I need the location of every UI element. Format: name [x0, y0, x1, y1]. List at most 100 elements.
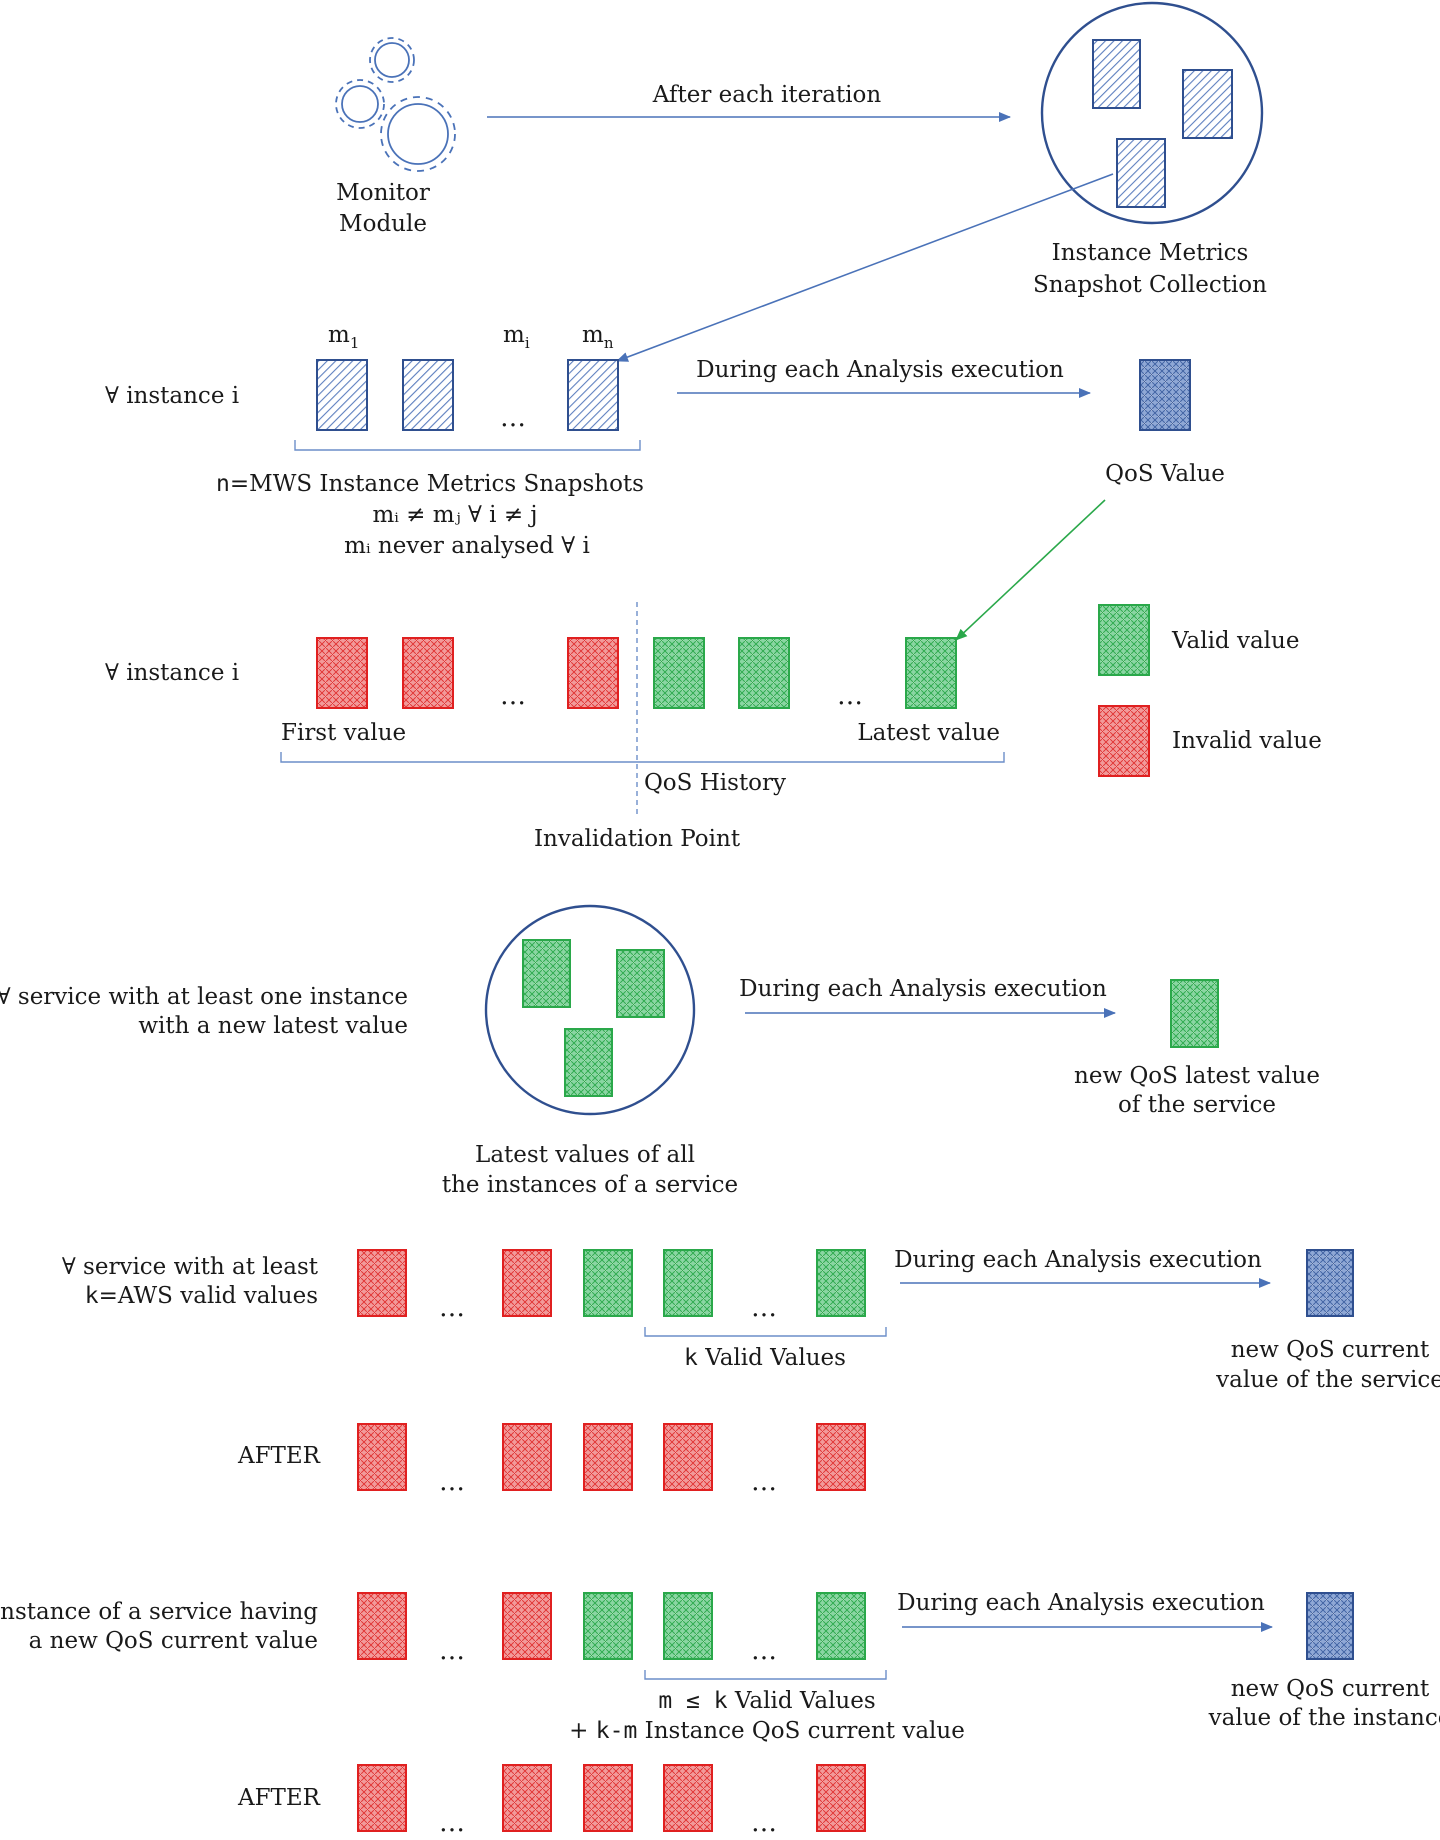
- valid-value-box: [583, 1592, 633, 1660]
- snapshot-icon: [402, 359, 454, 431]
- snapshot-label-m1: m1: [328, 322, 359, 352]
- analysis-arrow-4-label: During each Analysis execution: [897, 1590, 1265, 1616]
- service-row-label-line1: ∀ service with at least one instance: [0, 984, 408, 1010]
- qos-to-history-arrow: [955, 499, 1106, 641]
- after-ellipsis-left-2: …: [439, 1808, 465, 1838]
- invalid-value-box: [357, 1592, 407, 1660]
- instance-after-row: … …: [357, 1764, 866, 1838]
- service-latest-result-line2: of the service: [1118, 1092, 1276, 1118]
- invalid-value-box: [502, 1423, 552, 1491]
- after-label-1: AFTER: [237, 1443, 321, 1469]
- m-valid-label-line2: + k-m Instance QoS current value: [569, 1718, 965, 1744]
- invalid-value-box: [583, 1764, 633, 1832]
- valid-value-box: [816, 1592, 866, 1660]
- latest-values-collection: Latest values of all the instances of a …: [442, 904, 738, 1198]
- invalidation-point-label: Invalidation Point: [534, 826, 741, 852]
- history-ellipsis-left: …: [500, 681, 526, 711]
- snapshot-row: m1 mi mn …: [294, 322, 641, 451]
- iteration-arrow-label: After each iteration: [652, 82, 882, 108]
- snapshot-icon: [1116, 138, 1166, 208]
- aws-values-row: … … k Valid Values: [357, 1249, 887, 1371]
- instance-ellipsis-right: …: [751, 1636, 777, 1666]
- aws-ellipsis-left: …: [439, 1293, 465, 1323]
- invalid-value-box: [357, 1423, 407, 1491]
- aws-after-row: … …: [357, 1423, 866, 1497]
- valid-value-box: [564, 1028, 613, 1097]
- qos-value-icon: [1139, 359, 1191, 431]
- snapshot-icon: [316, 359, 368, 431]
- history-row-label: ∀ instance i: [105, 660, 239, 686]
- snapshot-caption-line1: n=MWS Instance Metrics Snapshots: [216, 471, 644, 497]
- invalid-value-box: [316, 637, 368, 709]
- snapshot-icon: [567, 359, 619, 431]
- latest-value-label: Latest value: [857, 720, 1000, 746]
- monitor-label-line2: Module: [339, 211, 427, 237]
- after-ellipsis-left: …: [439, 1467, 465, 1497]
- invalid-value-box: [663, 1764, 713, 1832]
- valid-value-box: [653, 637, 705, 709]
- m-valid-label-line1: m ≤ k Valid Values: [658, 1688, 875, 1714]
- k-valid-brace: [644, 1327, 887, 1337]
- service-latest-result-line1: new QoS latest value: [1074, 1063, 1320, 1089]
- history-ellipsis-right: …: [837, 681, 863, 711]
- instance-current-result-line1: new QoS current: [1231, 1676, 1430, 1702]
- monitor-module: Monitor Module: [335, 37, 456, 237]
- snapshot-caption-line2: mᵢ ≠ mⱼ ∀ i ≠ j: [372, 502, 537, 528]
- latest-values-caption-line1: Latest values of all: [475, 1142, 695, 1168]
- latest-values-caption-line2: the instances of a service: [442, 1172, 738, 1198]
- invalid-value-box: [357, 1249, 407, 1317]
- invalid-value-box: [583, 1423, 633, 1491]
- legend-invalid-swatch: [1098, 705, 1150, 777]
- instance-ellipsis-left: …: [439, 1636, 465, 1666]
- instance-current-value-icon: [1306, 1592, 1354, 1660]
- valid-value-box: [616, 949, 665, 1018]
- analysis-arrow-1-label: During each Analysis execution: [696, 357, 1064, 383]
- valid-value-box: [905, 637, 957, 709]
- valid-value-box: [522, 939, 571, 1008]
- qos-history-label: QoS History: [644, 770, 786, 796]
- invalid-value-box: [502, 1764, 552, 1832]
- service-current-result-line1: new QoS current: [1231, 1337, 1430, 1363]
- invalid-value-box: [567, 637, 619, 709]
- invalid-value-box: [502, 1249, 552, 1317]
- invalid-value-box: [402, 637, 454, 709]
- legend: Valid value Invalid value: [1098, 604, 1322, 777]
- collection-label-line2: Snapshot Collection: [1033, 272, 1267, 298]
- analysis-arrow-2-label: During each Analysis execution: [739, 976, 1107, 1002]
- snapshot-caption-line3: mᵢ never analysed ∀ i: [344, 533, 590, 559]
- snapshot-label-mi: mi: [503, 322, 530, 352]
- collection-circle: [1040, 1, 1264, 225]
- instance-values-row: … … m ≤ k Valid Values + k-m Instance Qo…: [357, 1592, 965, 1744]
- history-brace: [280, 752, 1005, 763]
- collection-to-snapshots-arrow: [616, 173, 1114, 362]
- gears-icon: [335, 37, 456, 172]
- invalid-value-box: [357, 1764, 407, 1832]
- after-ellipsis-right: …: [751, 1467, 777, 1497]
- snapshot-collection: Instance Metrics Snapshot Collection: [1033, 1, 1267, 298]
- valid-value-box: [816, 1249, 866, 1317]
- k-valid-label: k Valid Values: [684, 1345, 846, 1371]
- snapshot-label-mn: mn: [582, 322, 614, 352]
- legend-valid-swatch: [1098, 604, 1150, 676]
- service-row-label-line2: with a new latest value: [138, 1013, 408, 1039]
- instance-row-label-line2: a new QoS current value: [29, 1628, 318, 1654]
- snapshot-icon: [1092, 39, 1141, 109]
- valid-value-box: [738, 637, 790, 709]
- instance-current-result-line2: value of the instance: [1208, 1705, 1440, 1731]
- first-value-label: First value: [281, 720, 406, 746]
- snapshot-brace: [294, 440, 641, 451]
- after-label-2: AFTER: [237, 1785, 321, 1811]
- service-latest-value-icon: [1170, 979, 1219, 1048]
- aws-row-label-line1: ∀ service with at least: [62, 1254, 319, 1280]
- latest-values-circle: [484, 904, 696, 1116]
- snapshot-ellipsis: …: [500, 403, 526, 433]
- after-ellipsis-right-2: …: [751, 1808, 777, 1838]
- analysis-arrow-3-label: During each Analysis execution: [894, 1247, 1262, 1273]
- row-label-instance: ∀ instance i: [105, 383, 239, 409]
- valid-value-box: [663, 1249, 713, 1317]
- qos-value-label: QoS Value: [1105, 461, 1225, 487]
- legend-valid-label: Valid value: [1171, 628, 1299, 654]
- aws-ellipsis-right: …: [751, 1293, 777, 1323]
- aws-row-label-line2: k=AWS valid values: [85, 1283, 318, 1309]
